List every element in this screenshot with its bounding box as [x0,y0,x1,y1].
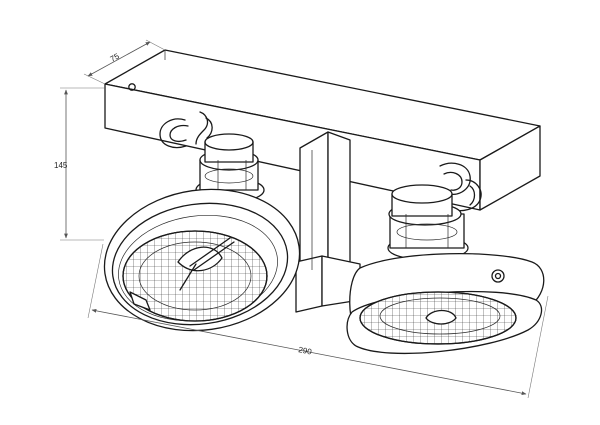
dimension-height-label: 145 [54,161,68,170]
center-stem [295,131,361,313]
left-lamp-head [103,133,301,332]
mounting-hole-icon [128,83,136,91]
dimension-width-label: 290 [298,345,313,356]
right-socket [387,184,469,261]
right-spring-clip [439,162,482,212]
left-bulb-cap [177,237,235,291]
dimension-depth-label: 75 [109,51,122,63]
mounting-bar [104,49,541,211]
screw-icon [491,269,505,283]
dimension-height: 145 [54,87,104,241]
dimension-width: 290 [87,243,549,399]
right-lamp-head [346,184,545,354]
left-spring-clip [159,111,213,149]
